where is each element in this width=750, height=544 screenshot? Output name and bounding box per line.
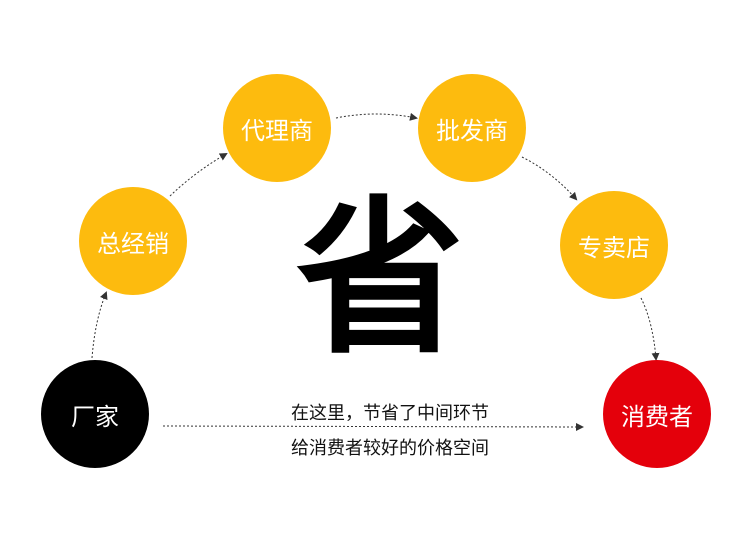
node-general-distributor: 总经销 [79,187,187,295]
arrow-distributor-to-agent [169,152,228,197]
arrow-manufacturer-to-consumer [162,422,584,431]
arrow-wholesaler-to-store [521,156,578,201]
caption-line-1: 在这里，节省了中间环节 [291,403,489,424]
node-agent: 代理商 [223,74,331,182]
node-manufacturer: 厂家 [41,360,149,468]
node-consumer: 消费者 [603,360,711,468]
node-wholesaler: 批发商 [418,74,526,182]
center-save-character: 省 [296,181,464,377]
caption-line-2: 给消费者较好的价格空间 [291,438,489,459]
arrow-agent-to-wholesaler [335,112,418,121]
arrow-manufacturer-to-distributor [91,291,108,359]
node-specialty-store: 专卖店 [560,191,668,299]
arrow-store-to-consumer [640,297,660,361]
